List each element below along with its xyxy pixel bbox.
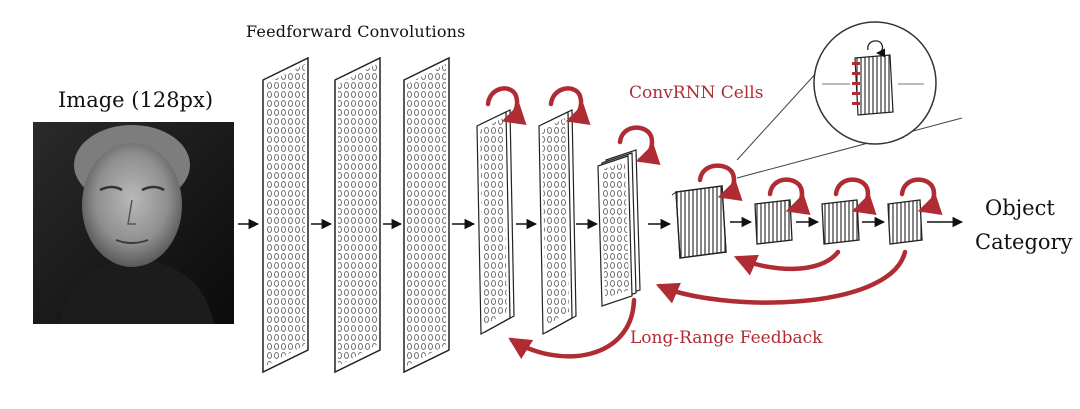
recurrent-loop-arrow	[767, 177, 811, 215]
feedback-arrow	[508, 297, 637, 360]
recurrent-loop-arrow	[833, 177, 877, 215]
output-label-line1: Object	[985, 196, 1055, 220]
recurrent-loop-arrow	[697, 163, 743, 201]
long-range-feedback-label: Long-Range Feedback	[630, 328, 823, 348]
convrnn-layer-5	[538, 109, 577, 336]
recurrent-loop-arrow	[617, 125, 661, 165]
feedforward-title: Feedforward Convolutions	[246, 22, 466, 41]
conv-layer-2	[334, 56, 381, 374]
convrnn-layer-4	[476, 109, 515, 336]
recurrent-loop-arrow	[485, 86, 527, 125]
convrnn-layer-6	[597, 149, 641, 307]
image-title: Image (128px)	[58, 88, 214, 112]
convrnn-layer-10	[887, 199, 923, 245]
feedback-arrows	[508, 249, 908, 360]
recurrent-loop-arrow	[867, 40, 886, 58]
recurrent-loop-arrow	[899, 177, 943, 215]
convrnn-layer-9	[821, 199, 860, 245]
input-image	[33, 122, 234, 324]
feedback-arrow	[733, 249, 841, 276]
convrnn-cells-label: ConvRNN Cells	[629, 83, 764, 103]
convrnn-layer-8	[754, 199, 793, 245]
convrnn-cell-zoom	[736, 21, 963, 179]
convrnn-layer-7	[671, 185, 727, 259]
conv-layer-3	[403, 56, 450, 374]
output-label-line2: Category	[975, 230, 1073, 254]
feedback-arrow	[655, 249, 908, 305]
recurrent-loop-arrows	[485, 86, 943, 215]
feedforward-arrows	[238, 216, 964, 230]
recurrent-loop-arrow	[548, 86, 591, 125]
conv-layer-1	[262, 56, 309, 374]
